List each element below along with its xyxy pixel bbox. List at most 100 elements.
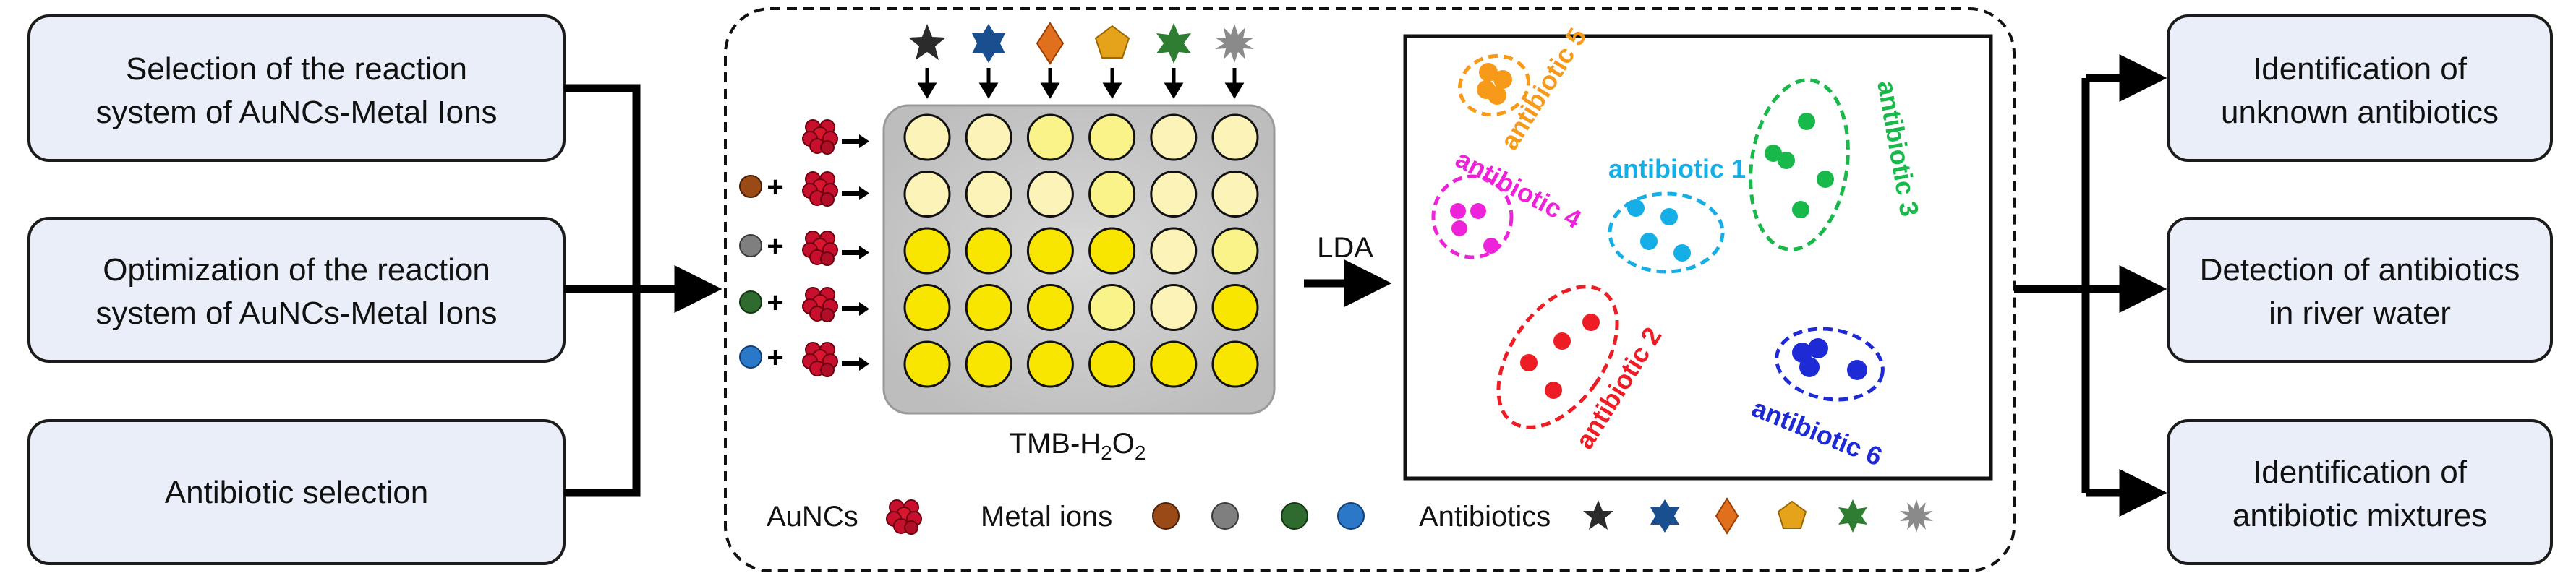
plate-well xyxy=(1026,227,1074,275)
plate-well xyxy=(1211,113,1259,161)
right-outcome-1-line-2: unknown antibiotics xyxy=(2221,95,2499,130)
plate-well xyxy=(1150,284,1198,331)
plate-well xyxy=(965,340,1012,388)
pentagon-icon xyxy=(1094,25,1130,59)
right-outcome-2-line-1: Detection of antibiotics xyxy=(2200,252,2520,288)
plate-wells xyxy=(903,113,1259,388)
substrate-label: TMB-H2O2 xyxy=(1010,428,1146,464)
left-step-box-3: Antibiotic selection xyxy=(27,419,566,565)
plate-well xyxy=(903,340,951,388)
row-arrows xyxy=(842,134,869,371)
reagent-rows: + + + + xyxy=(739,119,869,377)
aunc-cluster-icon xyxy=(802,342,838,377)
plate-well xyxy=(1088,227,1136,275)
aunc-cluster-icon xyxy=(802,171,838,207)
left-step-3-line-1: Antibiotic selection xyxy=(165,475,428,510)
legend-antibiotics-label: Antibiotics xyxy=(1419,501,1551,533)
legend-metal-label: Metal ions xyxy=(981,501,1112,533)
plate-well xyxy=(1150,171,1198,218)
aunc-cluster-icon xyxy=(886,499,922,535)
lda-arrow: LDA xyxy=(1304,232,1392,307)
right-outcome-3-line-2: antibiotic mixtures xyxy=(2232,498,2487,533)
left-step-2-line-1: Optimization of the reaction xyxy=(103,252,490,288)
hexagram-icon xyxy=(972,24,1005,63)
right-outcome-box-1: Identification of unknown antibiotics xyxy=(2167,14,2553,162)
right-outcome-3-line-1: Identification of xyxy=(2253,455,2468,490)
plate-well xyxy=(1088,340,1136,388)
plate-well xyxy=(1211,340,1259,388)
right-outcomes: Identification of unknown antibiotics De… xyxy=(2167,14,2553,565)
left-step-1-line-2: system of AuNCs-Metal Ions xyxy=(95,95,497,130)
plate-well xyxy=(965,284,1012,331)
pentagon-icon xyxy=(1777,500,1807,529)
left-steps: Selection of the reaction system of AuNC… xyxy=(27,14,566,565)
box-background xyxy=(2167,14,2553,162)
antibiotic-icons-row xyxy=(908,22,1254,99)
right-bracket-connector xyxy=(2014,54,2167,517)
plate-well xyxy=(1150,340,1198,388)
plate-well xyxy=(1211,284,1259,331)
left-step-1-line-1: Selection of the reaction xyxy=(126,51,467,87)
right-outcome-2-line-2: in river water xyxy=(2269,296,2451,331)
starburst-icon xyxy=(1900,499,1933,533)
metal-ion-icon xyxy=(739,345,762,369)
plate-well xyxy=(1088,113,1136,161)
metal-ion-icon xyxy=(739,290,762,314)
legend: AuNCs Metal ions Antibiotics xyxy=(767,497,1933,535)
aunc-cluster-icon xyxy=(802,119,838,155)
left-bracket-connector xyxy=(564,84,722,497)
plate-well xyxy=(965,227,1012,275)
plate-well xyxy=(1150,113,1198,161)
metal-ion-icon xyxy=(739,234,762,257)
starburst-icon xyxy=(1215,24,1254,63)
star-icon xyxy=(1583,500,1613,530)
star-icon xyxy=(908,24,946,60)
left-step-2-line-2: system of AuNCs-Metal Ions xyxy=(95,296,497,331)
box-background xyxy=(2167,217,2553,363)
right-outcome-box-2: Detection of antibiotics in river water xyxy=(2167,217,2553,363)
svg-text:+: + xyxy=(767,231,783,262)
legend-aunc-label: AuNCs xyxy=(767,501,858,533)
box-background xyxy=(27,14,566,162)
plate-well xyxy=(1026,284,1074,331)
plate-well xyxy=(1026,113,1074,161)
left-step-box-1: Selection of the reaction system of AuNC… xyxy=(27,14,566,162)
plate-well xyxy=(1088,171,1136,218)
left-step-box-2: Optimization of the reaction system of A… xyxy=(27,217,566,363)
plate-well xyxy=(1088,284,1136,331)
six-point-star-icon xyxy=(1156,23,1191,64)
plate-well xyxy=(965,171,1012,218)
plate-well xyxy=(903,227,951,275)
hexagram-icon xyxy=(1650,499,1679,533)
plate-well xyxy=(1150,227,1198,275)
plate-well xyxy=(903,284,951,331)
lda-label: LDA xyxy=(1317,232,1373,264)
plate-well xyxy=(903,171,951,218)
lda-plot: antibiotic 5 antibiotic 4 antibiotic 1 xyxy=(1403,22,1993,481)
svg-text:+: + xyxy=(767,342,783,374)
well-plate xyxy=(882,104,1276,415)
cluster-antibiotic-1: antibiotic 1 xyxy=(1608,154,1746,274)
svg-text:+: + xyxy=(767,171,783,203)
box-background xyxy=(27,217,566,363)
plate-well xyxy=(1211,227,1259,275)
metal-ion-icon xyxy=(1211,502,1239,530)
right-outcome-1-line-1: Identification of xyxy=(2253,51,2468,87)
svg-text:+: + xyxy=(767,287,783,319)
right-outcome-box-3: Identification of antibiotic mixtures xyxy=(2167,419,2553,565)
plate-well xyxy=(1026,340,1074,388)
plate-well xyxy=(965,113,1012,161)
plate-well xyxy=(1026,171,1074,218)
metal-ion-icon xyxy=(1337,502,1365,530)
box-background xyxy=(2167,419,2553,565)
plus-signs: + + + + xyxy=(767,171,783,374)
metal-ion-icon xyxy=(739,175,762,198)
aunc-cluster-icon xyxy=(802,287,838,322)
aunc-cluster-icon xyxy=(802,231,838,266)
diamond-icon xyxy=(1715,497,1739,535)
metal-ion-icon xyxy=(1281,502,1308,530)
plate-well xyxy=(1211,171,1259,218)
lda-plot-frame xyxy=(1403,34,1993,481)
metal-ion-icon xyxy=(1152,502,1180,530)
